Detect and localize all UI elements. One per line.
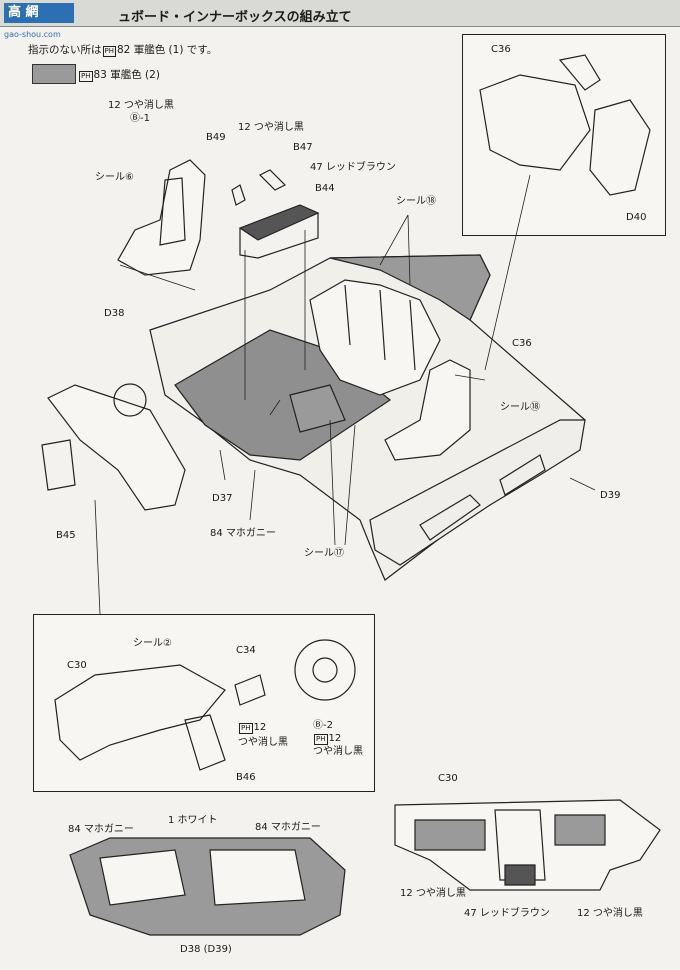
rear-seat xyxy=(309,279,441,396)
site-url: gao-shou.com xyxy=(4,30,61,39)
door-paint-left: 84 マホガニー xyxy=(68,824,134,835)
legend-code: 83 xyxy=(93,69,107,81)
seat-part-label: Ⓑ-1 xyxy=(130,113,150,124)
part-c36-label: C36 xyxy=(512,338,532,349)
part-b45-label: B45 xyxy=(56,530,76,541)
c34-paint-label: つや消し黒 xyxy=(238,737,288,748)
paint-code-badge: PH xyxy=(239,723,253,734)
part-d38-label: D38 xyxy=(104,308,125,319)
part-b46-label: B46 xyxy=(236,772,256,783)
rear-shelf xyxy=(329,254,491,321)
part-c30-label: C30 xyxy=(67,660,87,671)
front-seat xyxy=(384,359,471,461)
part-c34-label: C34 xyxy=(236,645,256,656)
seal-18-right-label: シール⑱ xyxy=(500,402,540,413)
detail-paint-black-2: 12 つや消し黒 xyxy=(577,908,643,919)
part-b49-label: B49 xyxy=(206,132,226,143)
part-d39-label: D39 xyxy=(600,490,621,501)
detail-paint-black-1: 12 つや消し黒 xyxy=(400,888,466,899)
wheel-paint-label: つや消し黒 xyxy=(313,746,363,757)
legend-text: 軍艦色 (2) xyxy=(110,69,160,81)
legend-swatch xyxy=(32,64,76,84)
door-paint-white: 1 ホワイト xyxy=(168,815,218,826)
bucket-seat xyxy=(117,159,206,276)
b47-paint-label: 47 レッドブラウン xyxy=(310,162,396,173)
b49-paint-label: 12 つや消し黒 xyxy=(238,122,304,133)
dashboard-d37 xyxy=(47,384,186,511)
door-panel-label: D38 (D39) xyxy=(180,944,232,955)
note-suffix: 軍艦色 (1) です。 xyxy=(133,44,218,56)
c34-code: 12 xyxy=(253,722,267,733)
detail-c30-label: C30 xyxy=(438,773,458,784)
note-prefix: 指示のない所は xyxy=(28,44,102,56)
inset-dashboard xyxy=(54,664,226,761)
inset-front-seat xyxy=(589,99,651,196)
seat-paint-label: 12 つや消し黒 xyxy=(108,100,174,111)
site-logo: 高 網 xyxy=(4,3,74,23)
seal-6-label: シール⑥ xyxy=(95,172,134,183)
side-panel-d39 xyxy=(369,419,586,566)
part-d37-label: D37 xyxy=(212,493,233,504)
paint-code-badge: PH xyxy=(79,71,93,82)
page-title: ュボード・インナーボックスの組み立て xyxy=(118,10,352,25)
part-b45 xyxy=(41,439,76,491)
inset-d40-label: D40 xyxy=(626,212,647,223)
paint-code-badge: PH xyxy=(314,734,328,745)
part-b44-label: B44 xyxy=(315,183,335,194)
floor-paint-label: 84 マホガニー xyxy=(210,528,276,539)
door-paint-right: 84 マホガニー xyxy=(255,822,321,833)
inset-rear-seat xyxy=(479,74,591,171)
seal-18-top-label: シール⑱ xyxy=(396,196,436,207)
header-bar xyxy=(0,0,680,27)
wheel-code: 12 xyxy=(328,733,342,744)
seal-2-label: シール② xyxy=(133,638,172,649)
inset-steering-wheel xyxy=(294,639,356,701)
seal-17-label: シール⑰ xyxy=(304,548,344,559)
inset-c36-label: C36 xyxy=(491,44,511,55)
paint-code-badge: PH xyxy=(102,46,116,57)
part-b47-label: B47 xyxy=(293,142,313,153)
detail-paint-brown: 47 レッドブラウン xyxy=(464,908,550,919)
wheel-part-label: Ⓑ-2 xyxy=(313,720,333,731)
note-code: 82 xyxy=(117,44,131,56)
center-console xyxy=(238,204,320,241)
